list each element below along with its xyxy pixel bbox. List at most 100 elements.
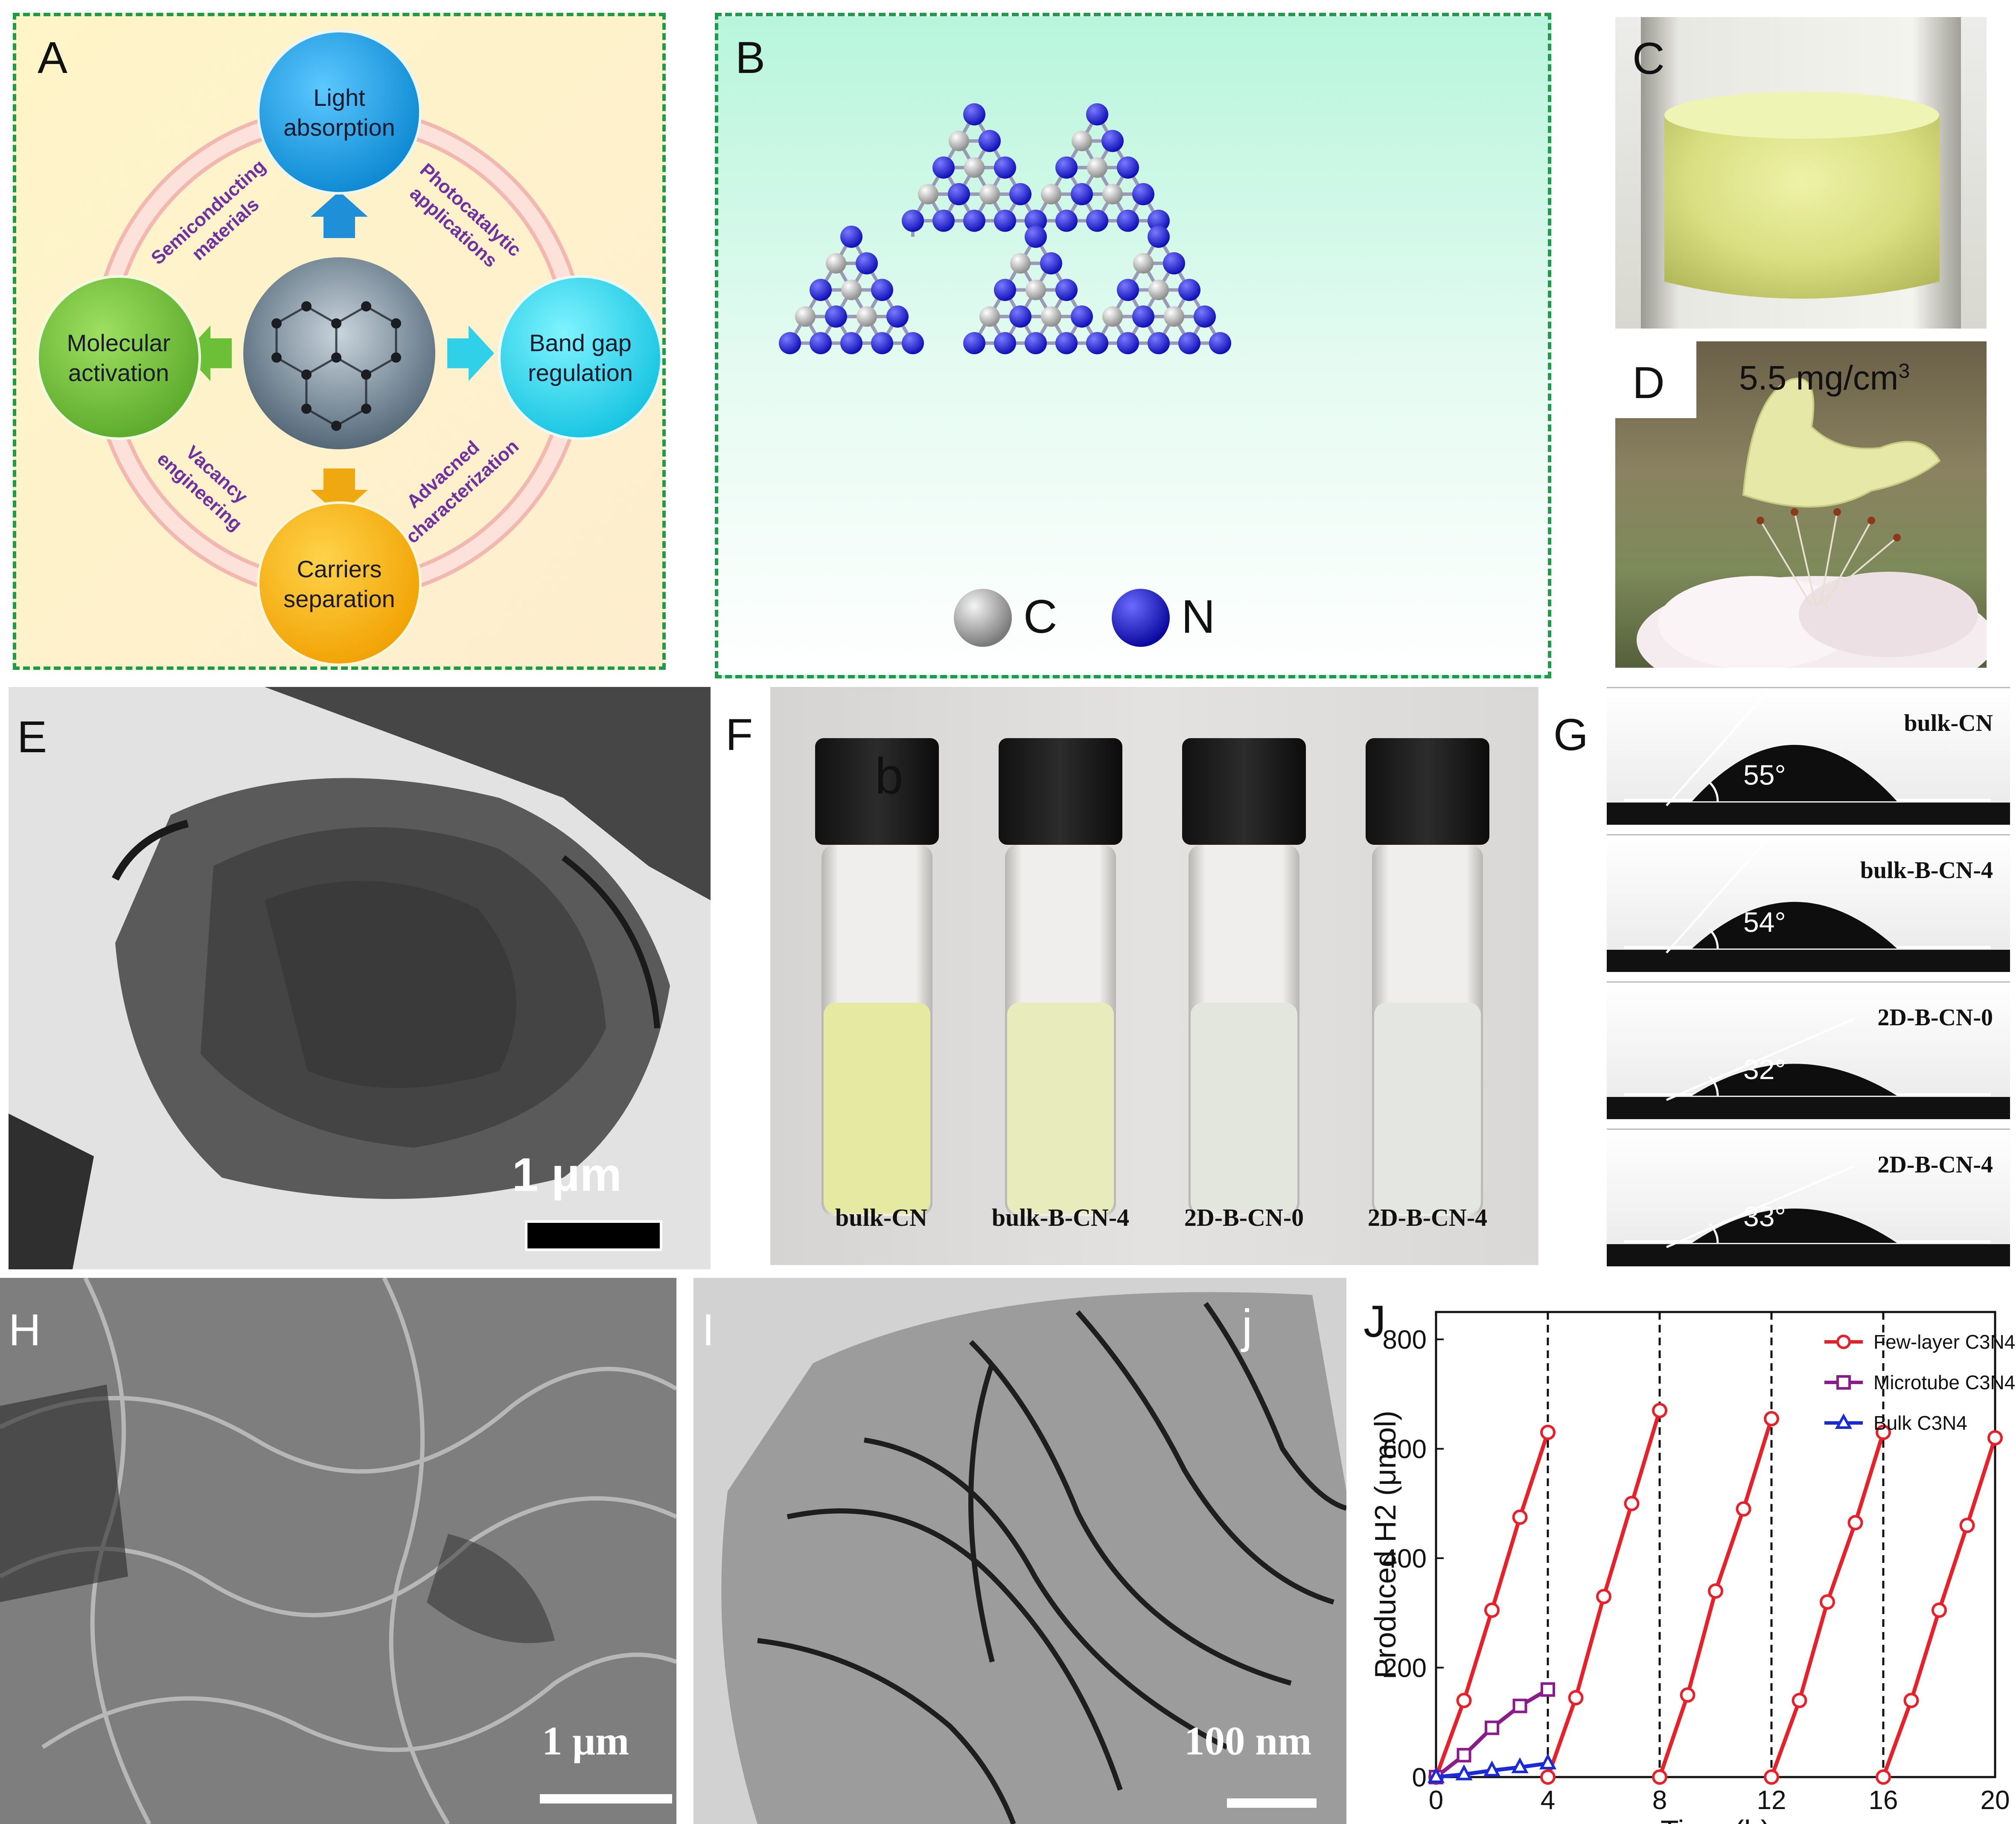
x-tick-label: 12 xyxy=(1757,1786,1786,1815)
node-molecular-activation xyxy=(36,275,201,440)
carbon-atom xyxy=(979,306,1000,327)
vial-label-1: bulk-CN xyxy=(835,1204,927,1231)
nitrogen-atom xyxy=(902,332,924,355)
data-point xyxy=(1512,1699,1527,1713)
scale-bar xyxy=(1227,1798,1317,1808)
nitrogen-atom xyxy=(963,332,985,355)
nitrogen-atom xyxy=(1178,332,1200,355)
nitrogen-atom xyxy=(871,332,893,355)
data-point xyxy=(1932,1602,1947,1618)
panel-f-label: F xyxy=(725,710,753,760)
legend-n: N xyxy=(1181,591,1215,643)
legend-marker xyxy=(1836,1335,1851,1349)
node-carriers-separation xyxy=(257,501,422,666)
carbon-atom xyxy=(1041,184,1061,205)
data-point xyxy=(1652,1769,1667,1785)
data-point xyxy=(1484,1602,1500,1618)
sample-name: 2D-B-CN-4 xyxy=(1877,1152,1993,1178)
nitrogen-atom xyxy=(871,279,893,301)
panel-i-tem: I j 100 nm xyxy=(693,1278,1346,1824)
panel-c-photo: C xyxy=(1615,17,1987,329)
data-point xyxy=(1455,1764,1473,1780)
nitrogen-atom xyxy=(1071,183,1093,206)
panel-j-chart: J 0481216200200400600800Time (h)Produced… xyxy=(1355,1278,2016,1824)
legend-label: Microtube C3N4 xyxy=(1873,1371,2015,1393)
node-light-absorption xyxy=(257,30,422,195)
angle-arc xyxy=(1708,1076,1719,1096)
x-tick-label: 0 xyxy=(1429,1786,1443,1815)
scale-bar xyxy=(525,1220,662,1251)
panel-g-label: G xyxy=(1553,710,1588,760)
vial-label-4: 2D-B-CN-4 xyxy=(1367,1204,1488,1231)
data-point xyxy=(1541,1682,1555,1697)
scale-text: 1 μm xyxy=(512,1149,622,1201)
data-point xyxy=(1512,1509,1528,1525)
data-point xyxy=(1876,1769,1891,1785)
carbon-atom xyxy=(964,157,985,178)
nitrogen-atom xyxy=(1040,252,1062,275)
droplet xyxy=(1692,745,1897,801)
data-point xyxy=(1847,1515,1863,1530)
nitrogen-atom xyxy=(932,209,955,232)
nitrogen-atom xyxy=(1148,209,1170,232)
density-unit-sup: 3 xyxy=(1898,360,1910,383)
substrate xyxy=(1607,803,2010,825)
panel-f: F xyxy=(725,687,1551,1269)
carbon-atom xyxy=(949,131,969,151)
carbon-atom xyxy=(1148,279,1169,300)
legend-marker xyxy=(1836,1375,1851,1390)
panel-a: A Light absorption Ba xyxy=(13,13,666,670)
contact-angle-value: 55° xyxy=(1743,759,1786,791)
legend-label: Few-layer C3N4 xyxy=(1873,1331,2015,1353)
contact-angle-value: 54° xyxy=(1743,906,1786,938)
vial-label-2: bulk-B-CN-4 xyxy=(991,1204,1130,1231)
panel-a-label: A xyxy=(38,33,68,83)
scale-text: 100 nm xyxy=(1184,1718,1312,1763)
substrate xyxy=(1607,1244,2010,1266)
nitrogen-atom xyxy=(932,156,955,179)
nitrogen-atom xyxy=(1086,332,1108,355)
angle-arc xyxy=(1708,781,1719,802)
nitrogen-atom xyxy=(886,305,909,328)
nitrogen-atom xyxy=(1086,103,1108,125)
data-point xyxy=(1540,1769,1556,1785)
node-top-line1: Light xyxy=(313,84,365,111)
nitrogen-atom xyxy=(856,252,878,275)
panel-a-diagram: Light absorption Band gap regulation Car… xyxy=(36,30,662,666)
droplet xyxy=(1692,1064,1897,1096)
legend-label: Bulk C3N4 xyxy=(1873,1412,1967,1434)
data-point xyxy=(1652,1402,1667,1418)
panel-e-label: E xyxy=(17,712,47,762)
nitrogen-atom xyxy=(810,279,832,301)
nitrogen-atom xyxy=(1132,305,1154,328)
nitrogen-atom xyxy=(840,225,862,248)
nitrogen-atom xyxy=(1132,183,1154,206)
nitrogen-atom xyxy=(963,209,985,232)
nitrogen-atom xyxy=(1163,252,1185,275)
data-point xyxy=(1539,1753,1557,1769)
node-left-line1: Molecular xyxy=(67,329,171,356)
nitrogen-atom xyxy=(994,332,1016,355)
tangent-line xyxy=(1666,689,1770,806)
carbon-atom xyxy=(1072,131,1092,151)
y-tick-label: 800 xyxy=(1383,1325,1427,1355)
vial-label-3: 2D-B-CN-0 xyxy=(1184,1204,1304,1231)
nitrogen-atom xyxy=(1025,225,1047,248)
g-c3n4-structure xyxy=(779,103,1231,355)
nitrogen-atom xyxy=(1055,332,1078,355)
arrow-up xyxy=(311,191,368,238)
plot-frame xyxy=(1435,1311,1996,1778)
carbon-atom xyxy=(826,253,846,274)
node-right-line1: Band gap xyxy=(529,329,632,356)
data-point xyxy=(1624,1495,1640,1511)
carbon-atom xyxy=(1164,306,1184,327)
angle-arc xyxy=(1708,1223,1719,1243)
panel-b: B C N xyxy=(715,13,1551,678)
y-tick-label: 600 xyxy=(1383,1435,1427,1464)
nitrogen-atom xyxy=(779,332,801,355)
data-point xyxy=(1680,1687,1696,1703)
vial-1 xyxy=(815,738,939,1216)
x-tick-label: 16 xyxy=(1869,1786,1898,1815)
